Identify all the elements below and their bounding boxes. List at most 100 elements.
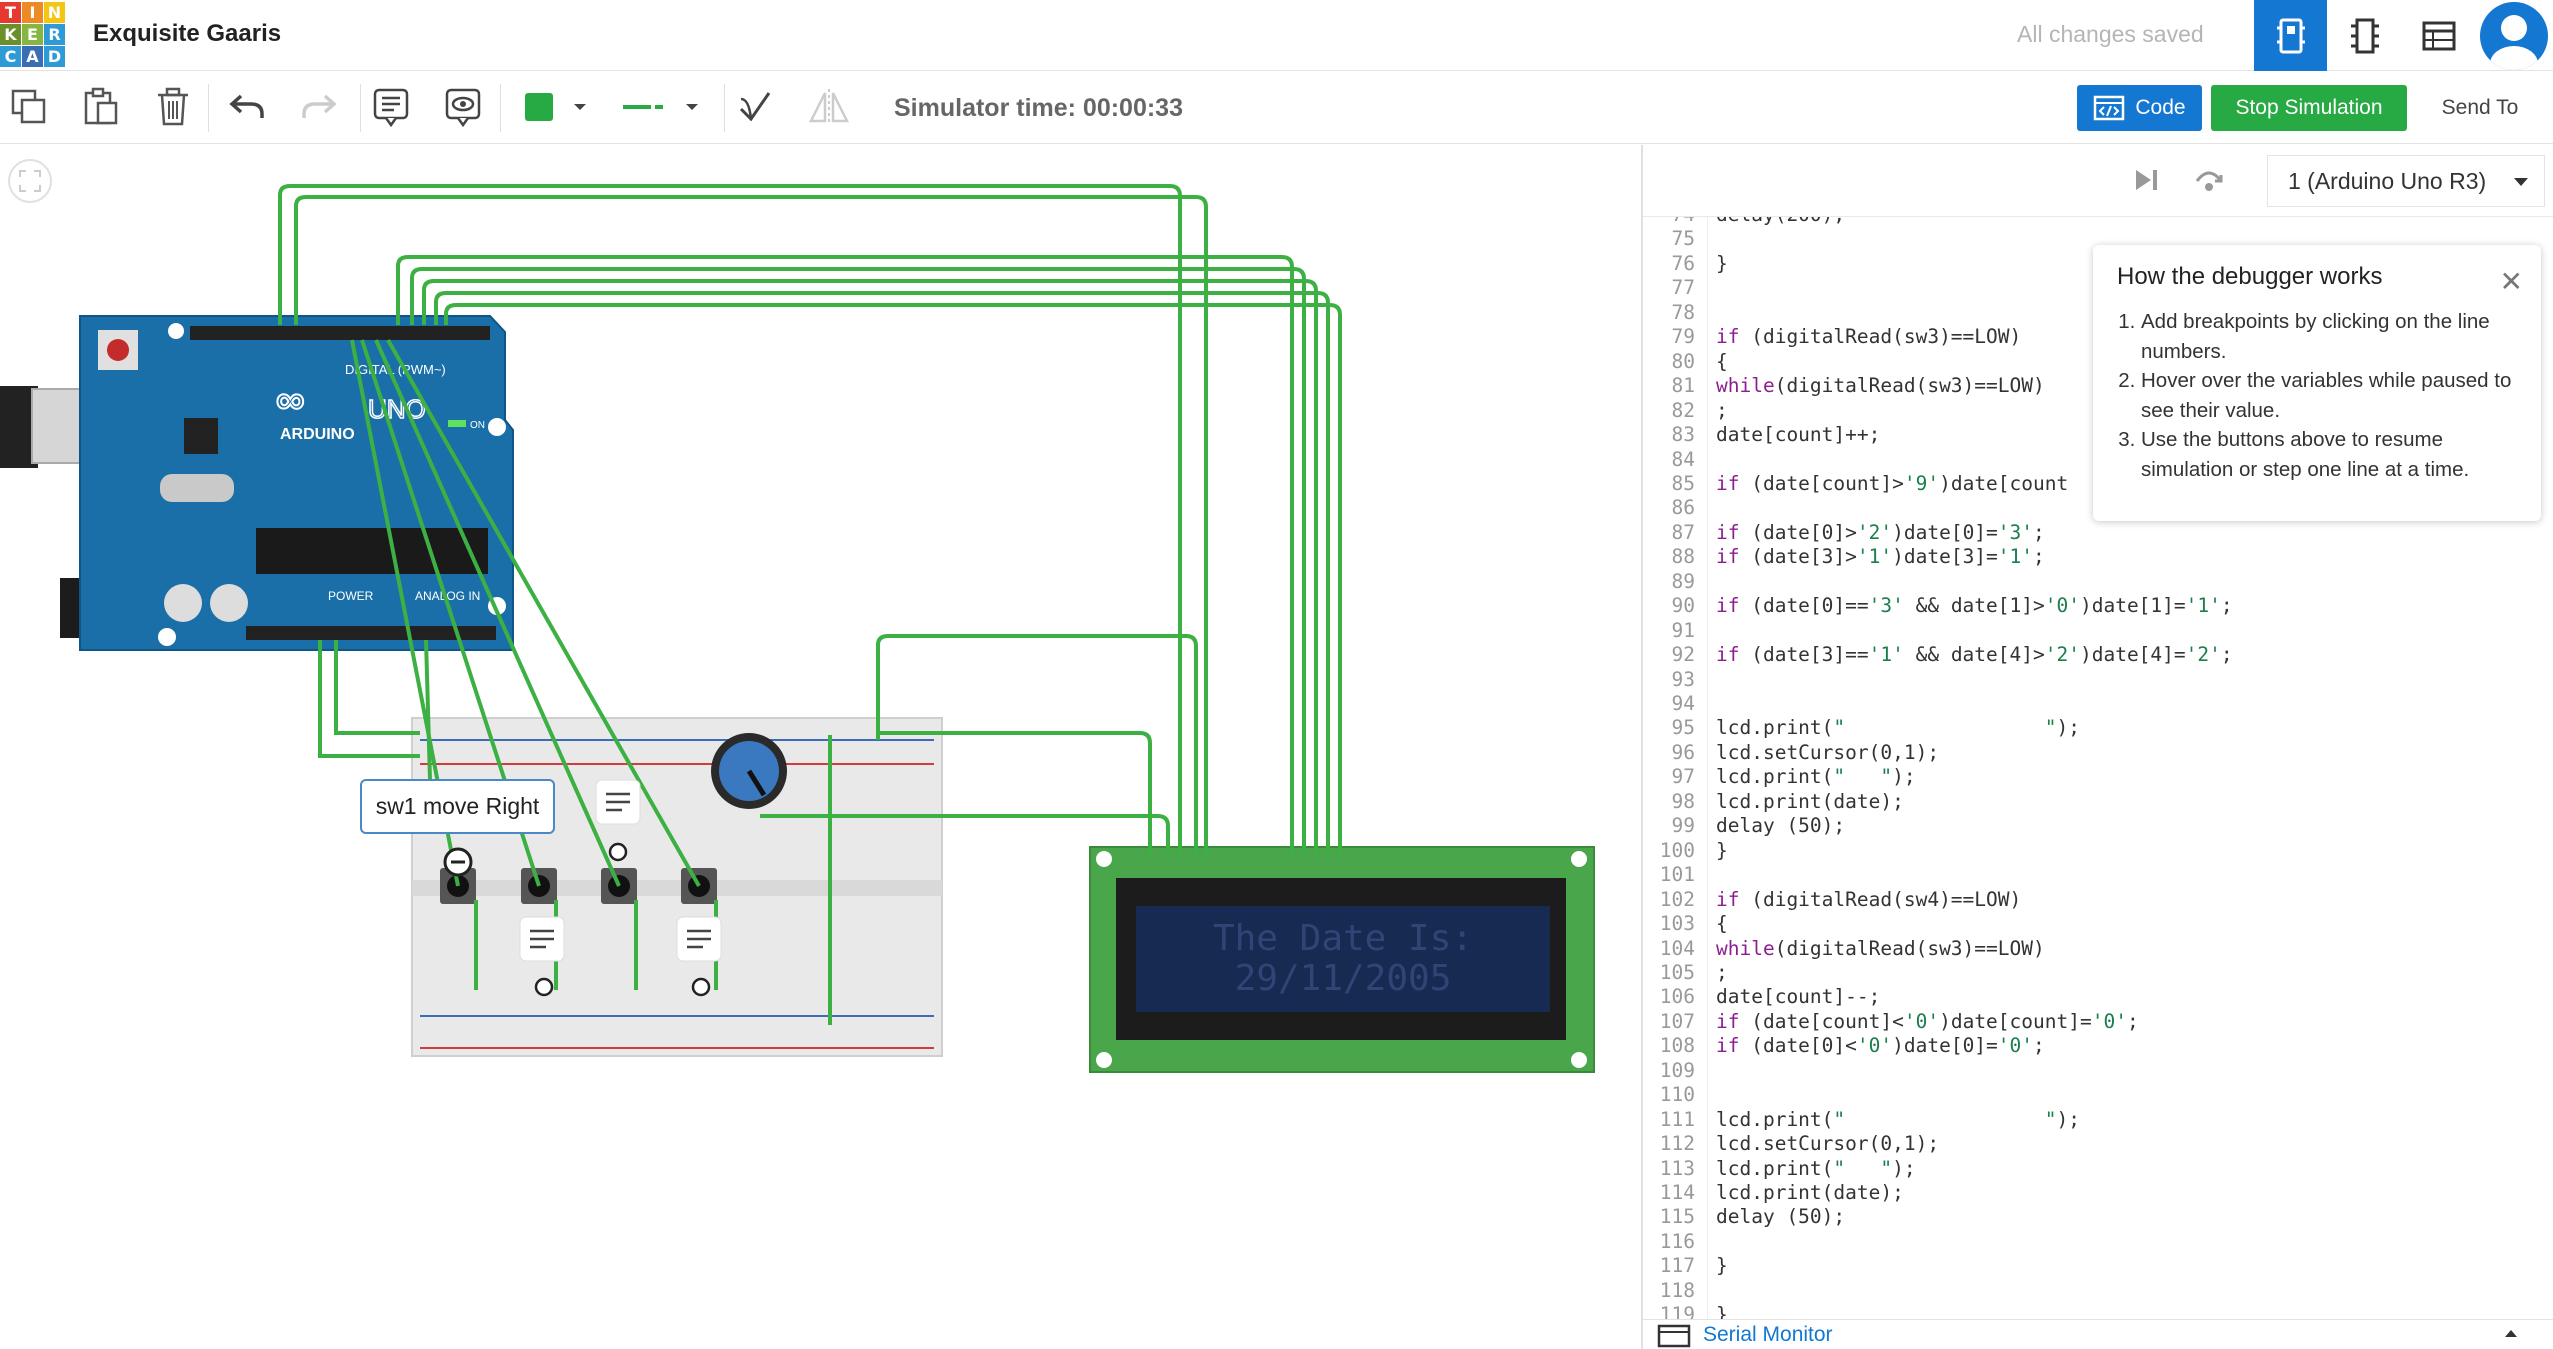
send-to-button[interactable]: Send To — [2441, 96, 2519, 119]
zoom-to-fit-button[interactable] — [8, 159, 52, 203]
line-number[interactable]: 84 — [1671, 447, 1695, 471]
line-number[interactable]: 92 — [1671, 643, 1695, 667]
flip-button[interactable] — [804, 82, 854, 132]
code-line[interactable]: 84 — [1643, 448, 2553, 472]
schematic-view-button[interactable] — [2328, 0, 2401, 71]
line-number[interactable]: 103 — [1659, 912, 1695, 936]
notes-button[interactable] — [366, 82, 416, 132]
line-number[interactable]: 87 — [1671, 520, 1695, 544]
note-marker-open[interactable] — [443, 847, 473, 877]
lcd-16x2[interactable]: The Date Is: 29/11/2005 — [1089, 846, 1595, 1073]
line-number[interactable]: 74 — [1643, 217, 1695, 227]
code-line[interactable]: 100} — [1643, 839, 2553, 863]
line-number[interactable]: 101 — [1659, 863, 1695, 887]
line-number[interactable]: 115 — [1659, 1205, 1695, 1229]
note-marker[interactable] — [519, 916, 565, 997]
code-line[interactable]: 76} — [1643, 252, 2553, 276]
circuit-view-button[interactable] — [2254, 0, 2327, 71]
code-line[interactable]: 91 — [1643, 619, 2553, 643]
line-number[interactable]: 81 — [1671, 374, 1695, 398]
close-icon[interactable]: ✕ — [2499, 266, 2523, 297]
project-title[interactable]: Exquisite Gaaris — [93, 20, 282, 47]
circuit-canvas[interactable]: ∞ ARDUINO UNO DIGITAL (PWM~) POWER ANALO… — [0, 145, 1641, 1349]
color-picker[interactable] — [512, 82, 600, 132]
line-number[interactable]: 104 — [1659, 936, 1695, 960]
line-number[interactable]: 89 — [1671, 569, 1695, 593]
line-number[interactable]: 94 — [1671, 692, 1695, 715]
line-number[interactable]: 112 — [1659, 1132, 1695, 1156]
line-number[interactable]: 83 — [1671, 423, 1695, 447]
breadboard[interactable] — [411, 717, 943, 1057]
wire-tool-button[interactable] — [730, 82, 780, 132]
line-number[interactable]: 75 — [1671, 227, 1695, 251]
serial-monitor-bar[interactable]: Serial Monitor — [1643, 1319, 2553, 1349]
stop-simulation-button[interactable]: Stop Simulation — [2211, 85, 2407, 131]
code-line[interactable]: 80{ — [1643, 350, 2553, 374]
line-number[interactable]: 109 — [1659, 1058, 1695, 1082]
line-number[interactable]: 110 — [1659, 1083, 1695, 1107]
line-number[interactable]: 118 — [1659, 1278, 1695, 1302]
note-marker[interactable] — [595, 779, 641, 862]
code-line[interactable]: 89 — [1643, 570, 2553, 594]
line-number[interactable]: 108 — [1659, 1034, 1695, 1058]
code-button[interactable]: Code — [2077, 85, 2202, 131]
wire-style-picker[interactable] — [610, 82, 710, 132]
paste-button[interactable] — [76, 82, 126, 132]
code-line[interactable]: 103{ — [1643, 912, 2553, 936]
note-marker[interactable] — [676, 916, 722, 997]
line-number[interactable]: 106 — [1659, 985, 1695, 1009]
line-number[interactable]: 99 — [1671, 814, 1695, 838]
code-line[interactable]: 118 — [1643, 1279, 2553, 1303]
line-number[interactable]: 96 — [1671, 740, 1695, 764]
line-number[interactable]: 82 — [1671, 398, 1695, 422]
code-line[interactable]: 105; — [1643, 961, 2553, 985]
code-line[interactable]: 94 — [1643, 692, 2553, 716]
line-number[interactable]: 100 — [1659, 838, 1695, 862]
line-number[interactable]: 90 — [1671, 594, 1695, 618]
switch-note-label[interactable]: sw1 move Right — [360, 779, 555, 834]
code-line[interactable]: 119} — [1643, 1303, 2553, 1319]
chevron-up-icon[interactable] — [2505, 1330, 2517, 1337]
line-number[interactable]: 116 — [1659, 1229, 1695, 1253]
line-number[interactable]: 102 — [1659, 887, 1695, 911]
potentiometer[interactable] — [711, 733, 787, 809]
code-line[interactable]: 109 — [1643, 1059, 2553, 1083]
line-number[interactable]: 79 — [1671, 325, 1695, 349]
resume-button[interactable] — [2131, 165, 2161, 200]
device-select[interactable]: 1 (Arduino Uno R3) — [2267, 155, 2545, 207]
line-number[interactable]: 80 — [1671, 349, 1695, 373]
code-line[interactable]: 86 — [1643, 496, 2553, 520]
line-number[interactable]: 114 — [1659, 1181, 1695, 1204]
notes-visibility-button[interactable] — [438, 82, 488, 132]
line-number[interactable]: 78 — [1671, 300, 1695, 324]
line-number[interactable]: 119 — [1659, 1303, 1695, 1319]
line-number[interactable]: 98 — [1671, 789, 1695, 813]
undo-button[interactable] — [222, 82, 272, 132]
copy-button[interactable] — [4, 82, 54, 132]
code-line[interactable]: 74delay(200); — [1643, 217, 2553, 227]
line-number[interactable]: 76 — [1671, 251, 1695, 275]
code-line[interactable]: 110 — [1643, 1083, 2553, 1107]
code-line[interactable]: 82; — [1643, 399, 2553, 423]
code-line[interactable]: 93 — [1643, 668, 2553, 692]
